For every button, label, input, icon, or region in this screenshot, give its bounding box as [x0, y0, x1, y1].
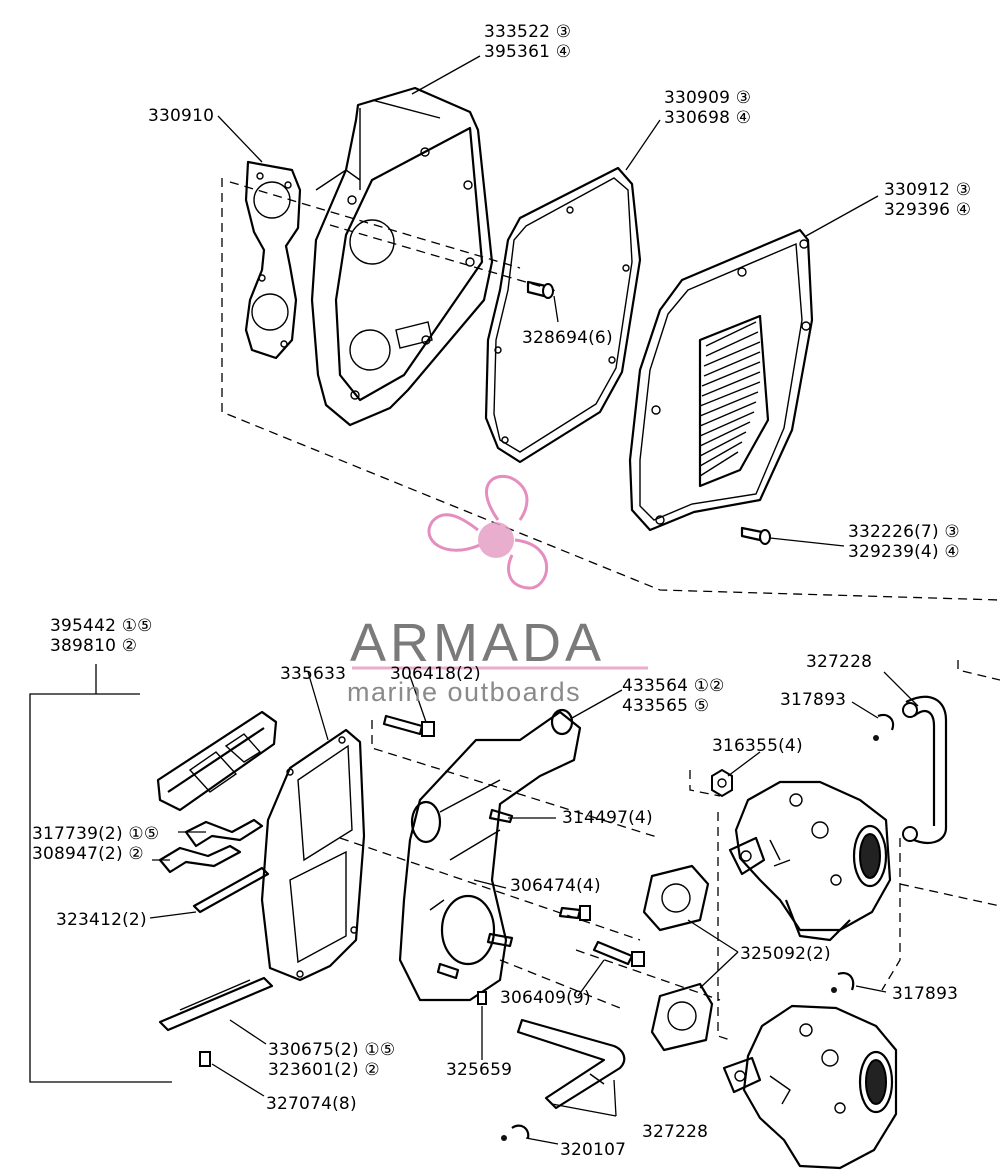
label-screw-cover: 332226(7) ③ 329239(4) ④: [848, 522, 960, 562]
watermark-tagline: marine outboards: [347, 677, 582, 707]
gasket-325092-lower: [650, 982, 714, 1052]
clip-320107: [501, 1124, 530, 1141]
label-clip-upper: 317893: [780, 690, 847, 710]
label-gasket-reed: 335633: [280, 664, 347, 684]
label-bolt-long: 306418(2): [390, 664, 481, 684]
manifold-433564: [398, 708, 582, 1002]
bolt-306418: [382, 714, 435, 737]
watermark-propeller-logo: [352, 474, 648, 670]
plate-330675: [158, 976, 274, 1032]
reed-petals-317739: [158, 818, 264, 874]
carburetor-upper: [728, 780, 892, 942]
alignment-lines-lower: [339, 660, 1000, 1041]
reed-block-395442: [156, 710, 278, 812]
label-nut: 316355(4): [712, 736, 803, 756]
label-hose-upper: 327228: [806, 652, 873, 672]
label-gasket-small: 330910: [148, 106, 215, 126]
label-carb-gasket: 325092(2): [740, 944, 831, 964]
watermark-brand: ARMADA: [350, 613, 606, 673]
screw-332226: [740, 526, 771, 545]
label-reed-petals: 317739(2) ①⑤ 308947(2) ②: [32, 824, 160, 864]
label-clip-hose: 320107: [560, 1140, 627, 1160]
screw-327074: [199, 1051, 211, 1067]
label-plate: 330675(2) ①⑤ 323601(2) ②: [268, 1040, 396, 1080]
label-reed-stop: 323412(2): [56, 910, 147, 930]
bolt-306409: [592, 940, 645, 967]
gasket-325092-upper: [642, 864, 710, 932]
carburetor-lower: [722, 1004, 898, 1170]
label-pin: 325659: [446, 1060, 513, 1080]
label-manifold: 433564 ①② 433565 ⑤: [622, 676, 725, 716]
label-hose-lower: 327228: [642, 1122, 709, 1142]
housing-333522: [310, 86, 494, 427]
label-screw-plate: 327074(8): [266, 1094, 357, 1114]
label-reed-assembly: 395442 ①⑤ 389810 ②: [50, 616, 153, 656]
gasket-335633: [260, 728, 366, 982]
leaders-lower: [149, 671, 919, 1145]
hose-327228-lower: [516, 1018, 626, 1110]
label-screw-manifold: 306474(4): [510, 876, 601, 896]
gasket-330909: [484, 166, 642, 464]
alignment-lines-upper: [221, 178, 1000, 601]
pin-325659: [477, 991, 487, 1005]
label-bolt-carb: 306409(9): [500, 988, 591, 1008]
cover-330912: [628, 228, 814, 532]
label-cover: 330912 ③ 329396 ④: [884, 180, 972, 220]
screw-328694: [526, 280, 554, 299]
hose-327228-upper: [902, 695, 948, 845]
leaders-upper: [217, 55, 879, 547]
nut-316355: [711, 768, 733, 798]
label-screw-gasket: 328694(6): [522, 328, 613, 348]
label-stud: 314497(4): [562, 808, 653, 828]
clip-317893-upper: [873, 713, 895, 741]
clip-317893-lower: [831, 972, 855, 993]
group-bracket: [29, 664, 172, 1083]
label-housing: 333522 ③ 395361 ④: [484, 22, 572, 62]
label-clip-lower: 317893: [892, 984, 959, 1004]
label-gasket-large: 330909 ③ 330698 ④: [664, 88, 752, 128]
gasket-330910: [244, 160, 302, 360]
reed-stop-323412: [192, 866, 270, 914]
